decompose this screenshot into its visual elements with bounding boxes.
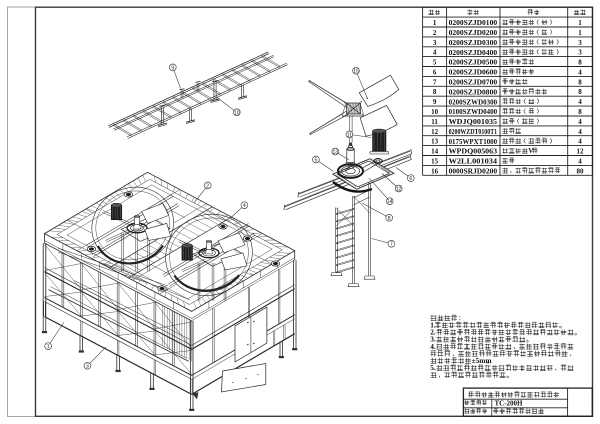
svg-text:8: 8 (388, 216, 391, 222)
svg-text:6: 6 (409, 176, 412, 182)
svg-text:7: 7 (433, 78, 437, 86)
svg-text:WDJQ001035: WDJQ001035 (449, 117, 498, 126)
svg-text:4: 4 (243, 203, 246, 209)
svg-text:14: 14 (431, 148, 439, 156)
svg-text:8: 8 (578, 78, 582, 86)
svg-text:1: 1 (578, 19, 582, 27)
svg-text:3: 3 (578, 39, 582, 47)
svg-text:0200SZJD0800: 0200SZJD0800 (449, 87, 498, 96)
svg-text:4: 4 (578, 68, 582, 76)
svg-text:±5mm: ±5mm (472, 356, 492, 365)
svg-text:WPDQ005063: WPDQ005063 (449, 147, 498, 156)
svg-text:9: 9 (433, 98, 437, 106)
svg-text:3: 3 (433, 39, 437, 47)
svg-text:5: 5 (315, 158, 318, 164)
svg-text:8: 8 (578, 88, 582, 96)
svg-text:14: 14 (387, 199, 393, 205)
svg-text:1: 1 (47, 344, 50, 350)
svg-text:5.: 5. (430, 363, 436, 372)
svg-text:11: 11 (347, 132, 352, 138)
svg-text:3.: 3. (430, 335, 436, 344)
svg-text:0200SZJD0600: 0200SZJD0600 (449, 68, 498, 77)
svg-text:15: 15 (431, 157, 439, 165)
svg-text:80: 80 (577, 167, 585, 175)
svg-text:0200SZWD0300: 0200SZWD0300 (449, 97, 498, 106)
svg-text:TC-200H: TC-200H (495, 399, 524, 407)
svg-text:7: 7 (390, 242, 393, 248)
svg-text:V: V (528, 147, 533, 155)
svg-text:9: 9 (171, 65, 174, 71)
svg-text:5: 5 (433, 59, 437, 67)
svg-text:11: 11 (431, 118, 438, 126)
svg-text:8: 8 (578, 108, 582, 116)
svg-text:1: 1 (578, 29, 582, 37)
svg-text:0175WPXT1000: 0175WPXT1000 (449, 137, 498, 146)
svg-text:4: 4 (578, 98, 582, 106)
svg-text:0200WZDT0100T1: 0200WZDT0100T1 (449, 127, 498, 136)
svg-text:0000SRJD0200: 0000SRJD0200 (449, 167, 498, 176)
svg-text:0200SZJD0400: 0200SZJD0400 (449, 48, 498, 57)
svg-text:8: 8 (578, 59, 582, 67)
svg-text:0200SZJD0500: 0200SZJD0500 (449, 58, 498, 67)
svg-text:0200SZJD0200: 0200SZJD0200 (449, 28, 498, 37)
svg-text:2: 2 (206, 183, 209, 189)
svg-text:4: 4 (578, 157, 582, 165)
svg-text:4.: 4. (430, 342, 436, 351)
svg-text:15: 15 (353, 69, 359, 75)
svg-text:3: 3 (86, 364, 89, 370)
svg-text:10: 10 (431, 108, 439, 116)
svg-text:4: 4 (433, 49, 437, 57)
svg-text:13: 13 (431, 138, 439, 146)
svg-text:8: 8 (433, 88, 437, 96)
svg-text:2: 2 (433, 29, 437, 37)
svg-text:3: 3 (578, 49, 582, 57)
svg-text:4: 4 (578, 138, 582, 146)
svg-text:1.: 1. (430, 321, 436, 330)
svg-text:4: 4 (578, 118, 582, 126)
svg-text:10: 10 (234, 110, 240, 116)
svg-text:12: 12 (577, 148, 585, 156)
svg-text:0200SZJD0100: 0200SZJD0100 (449, 18, 498, 27)
svg-text:W2LL001034: W2LL001034 (449, 157, 498, 166)
svg-text:1: 1 (433, 19, 437, 27)
svg-text:12: 12 (396, 187, 402, 193)
svg-text:16: 16 (431, 167, 439, 175)
svg-text:2.: 2. (430, 328, 436, 337)
svg-text:0200SZJD0300: 0200SZJD0300 (449, 38, 498, 47)
svg-text:0200SZJD0700: 0200SZJD0700 (449, 78, 498, 87)
svg-text:12: 12 (431, 128, 439, 136)
svg-text:4: 4 (578, 128, 582, 136)
svg-text:6: 6 (433, 68, 437, 76)
svg-text:0100SZWD0400: 0100SZWD0400 (449, 107, 498, 116)
svg-text:13: 13 (333, 150, 339, 156)
